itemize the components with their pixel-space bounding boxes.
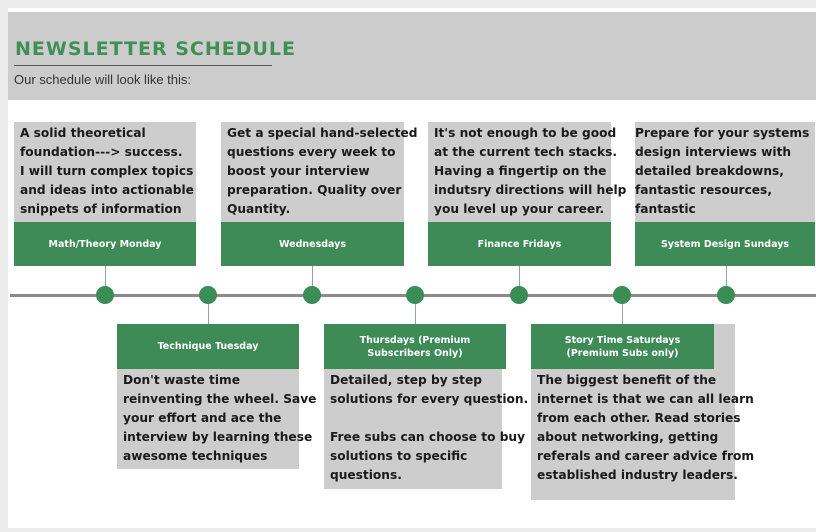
description-saturday: The biggest benefit of the internet is t… [537,373,755,482]
description-sunday: Prepare for your systems design intervie… [635,126,810,235]
stem-wednesday [312,266,313,288]
stem-saturday [622,302,623,324]
stem-tuesday [208,302,209,324]
page-title: NEWSLETTER SCHEDULE [15,38,296,60]
stem-friday [519,266,520,288]
description-thursday: Detailed, step by step solutions for eve… [330,373,529,482]
label-wednesday: Wednesdays [221,222,404,266]
title-underline [14,65,272,66]
card-thursday [324,369,502,489]
timeline-dot-monday [96,286,114,304]
stem-thursday [415,302,416,324]
stem-sunday [726,266,727,288]
description-wednesday: Get a special hand-selected questions ev… [227,126,418,216]
label-thursday: Thursdays (Premium Subscribers Only) [324,324,506,369]
card-wednesday [221,122,404,222]
label-sunday: System Design Sundays [635,222,815,266]
label-saturday: Story Time Saturdays (Premium Subs only) [531,324,714,369]
timeline-dot-saturday [613,286,631,304]
label-monday: Math/Theory Monday [14,222,196,266]
timeline-dot-tuesday [199,286,217,304]
card-sunday [635,122,815,222]
label-friday: Finance Fridays [428,222,611,266]
timeline-dot-wednesday [303,286,321,304]
description-monday: A solid theoretical foundation---> succe… [20,126,194,216]
timeline-dot-sunday [717,286,735,304]
card-tuesday [117,369,299,469]
description-tuesday: Don't waste time reinventing the wheel. … [123,373,317,463]
label-tuesday: Technique Tuesday [117,324,299,369]
header-banner [8,12,816,100]
card-friday [428,122,611,222]
timeline-dot-thursday [406,286,424,304]
page-subtitle: Our schedule will look like this: [14,72,192,87]
card-monday [14,122,196,222]
timeline-dot-friday [510,286,528,304]
stem-monday [105,266,106,288]
description-friday: It's not enough to be good at the curren… [434,126,627,216]
